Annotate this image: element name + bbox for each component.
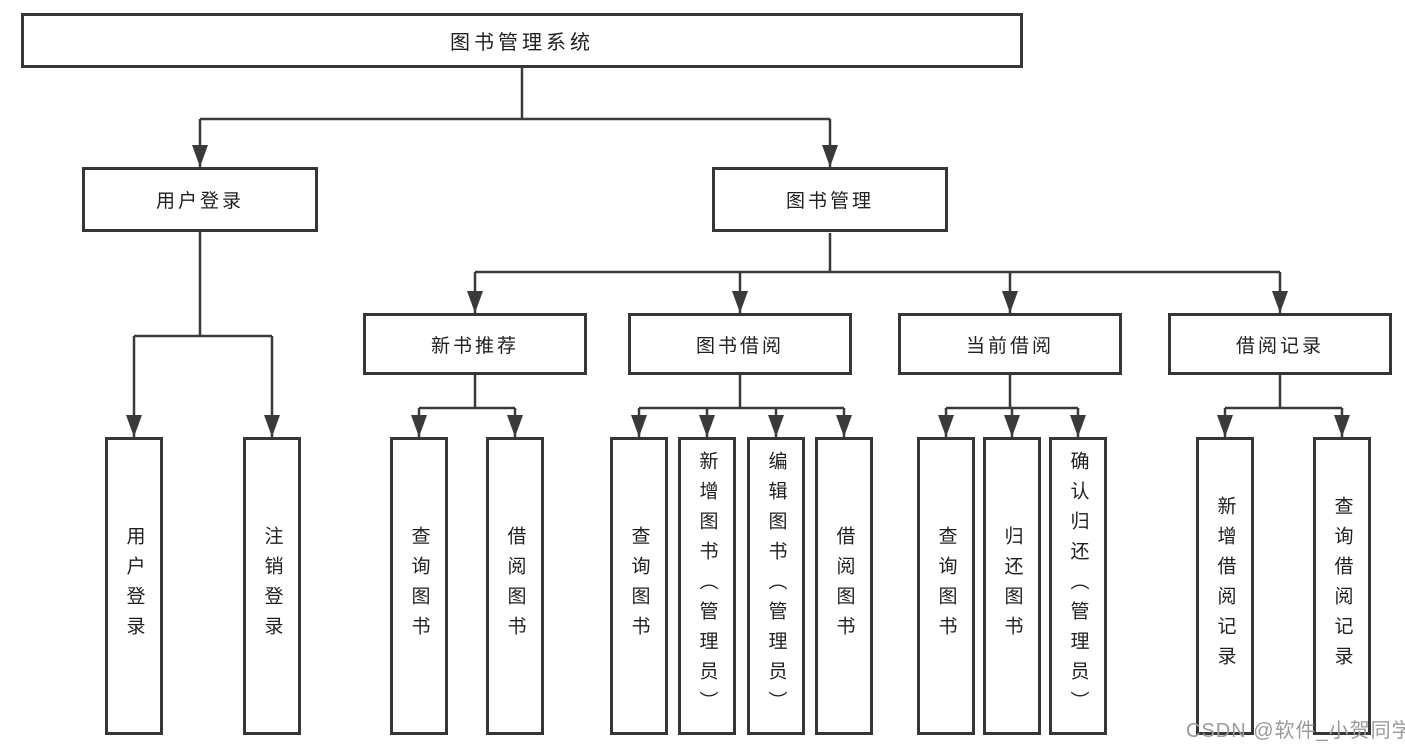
connector-borrow-records (1225, 375, 1342, 410)
leaf-user-login: 用户登录 (105, 437, 163, 735)
node-label: 图书借阅 (695, 335, 784, 357)
node-label: 查询图书 (628, 526, 650, 646)
node-label: 查询借阅记录 (1331, 496, 1353, 676)
node-new-book-recommend: 新书推荐 (363, 313, 587, 375)
leaf-logout: 注销登录 (243, 437, 301, 735)
node-label: 新书推荐 (430, 335, 519, 357)
node-label: 查询图书 (935, 526, 957, 646)
connector-new-book-recommend (419, 375, 515, 410)
csdn-watermark: CSDN @软件_小贺同学 (1186, 720, 1405, 742)
node-label: 归还图书 (1001, 526, 1023, 646)
node-label: 新增借阅记录 (1214, 496, 1236, 676)
leaf-borrow-query-books: 查询图书 (610, 437, 668, 735)
node-user-login: 用户登录 (82, 167, 318, 232)
leaf-borrow-borrow-books: 借阅图书 (815, 437, 873, 735)
node-label: 确认归还（管理员） (1067, 451, 1089, 721)
node-label: 注销登录 (261, 526, 283, 646)
leaf-records-query-borrow-record: 查询借阅记录 (1313, 437, 1371, 735)
node-borrow-records: 借阅记录 (1168, 313, 1392, 375)
node-label: 借阅记录 (1235, 335, 1324, 357)
leaf-borrow-add-books-admin: 新增图书（管理员） (678, 437, 736, 735)
node-label: 图书管理 (785, 191, 874, 212)
node-library-management-system: 图书管理系统 (21, 13, 1023, 68)
node-label: 用户登录 (155, 191, 244, 212)
node-label: 新增图书（管理员） (696, 451, 718, 721)
leaf-records-add-borrow-record: 新增借阅记录 (1196, 437, 1254, 735)
connector-current-borrow (946, 375, 1078, 410)
node-label: 图书管理系统 (450, 32, 594, 54)
connector-book-management (475, 233, 1280, 274)
node-book-management: 图书管理 (712, 167, 948, 232)
connector-user-login (134, 232, 272, 338)
leaf-current-confirm-return-admin: 确认归还（管理员） (1049, 437, 1107, 735)
node-label: 查询图书 (408, 526, 430, 646)
node-label: 借阅图书 (504, 526, 526, 646)
connector-root (200, 68, 830, 121)
node-label: 借阅图书 (833, 526, 855, 646)
node-current-borrow: 当前借阅 (898, 313, 1122, 375)
node-label: 编辑图书（管理员） (765, 451, 787, 721)
leaf-recommend-borrow-books: 借阅图书 (486, 437, 544, 735)
leaf-borrow-edit-books-admin: 编辑图书（管理员） (747, 437, 805, 735)
leaf-current-query-books: 查询图书 (917, 437, 975, 735)
leaf-recommend-query-books: 查询图书 (390, 437, 448, 735)
node-label: 用户登录 (123, 526, 145, 646)
connector-book-borrow (639, 375, 844, 410)
node-book-borrow: 图书借阅 (628, 313, 852, 375)
node-label: 当前借阅 (965, 335, 1054, 357)
leaf-current-return-books: 归还图书 (983, 437, 1041, 735)
